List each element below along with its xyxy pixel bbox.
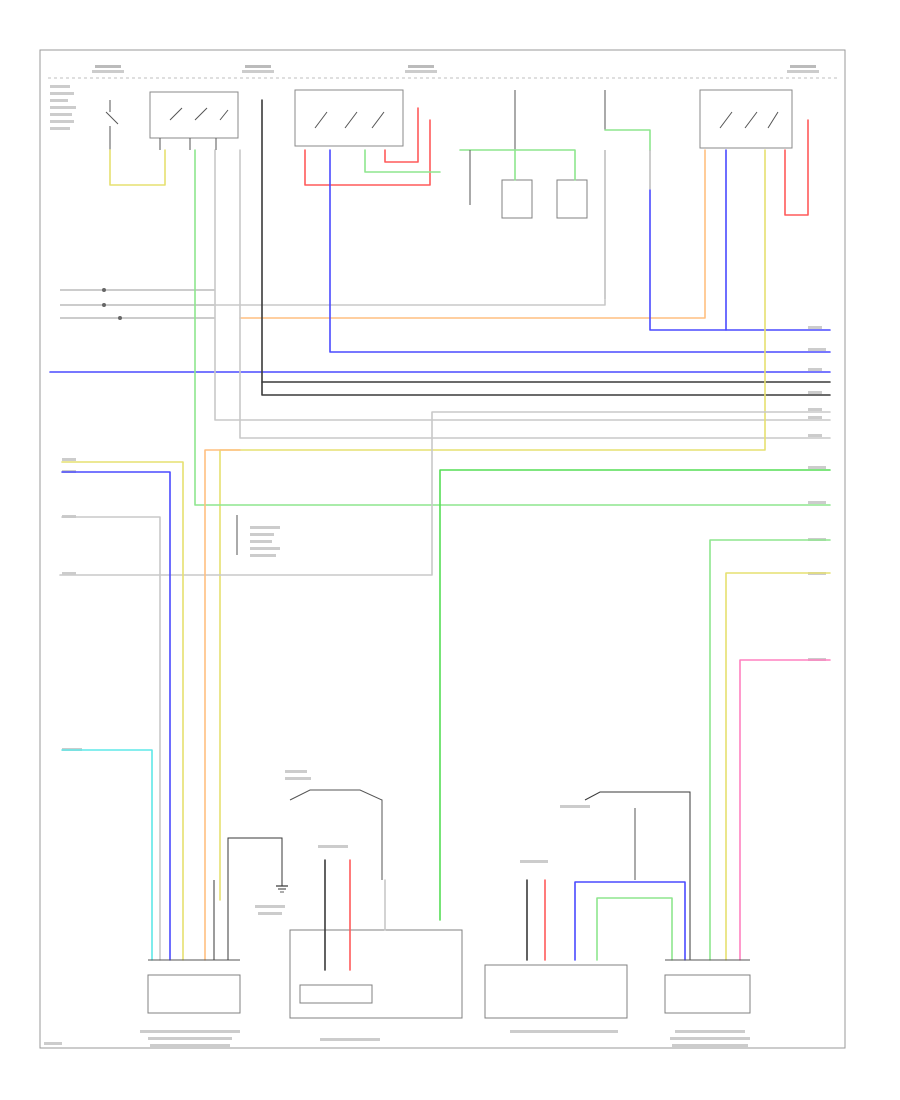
left-component-label <box>50 85 76 130</box>
right-edge-labels <box>808 326 826 661</box>
wire-red-top-middle-b <box>384 107 419 163</box>
wire-yellow-right <box>219 149 766 901</box>
wire-grey-1 <box>214 299 606 306</box>
wire-grey-left <box>61 516 161 961</box>
diagram-frame <box>39 49 846 1049</box>
wire-green-bright <box>439 469 831 921</box>
left-connector-rows <box>60 288 215 320</box>
bottom-middle-module <box>285 770 463 1041</box>
bottom-right-module <box>664 959 751 1047</box>
wire-tan-left <box>61 461 184 961</box>
wire-grey-3 <box>239 149 831 439</box>
top-switch-assembly-middle <box>294 89 404 147</box>
sensor-group <box>459 90 588 219</box>
middle-left-relay <box>236 515 280 557</box>
wire-green-long <box>194 149 831 506</box>
wire-red-top-right <box>784 119 809 216</box>
footer-mark <box>44 1042 62 1045</box>
wire-orange-1 <box>239 149 706 319</box>
top-switch-assembly-left <box>149 91 239 150</box>
top-labels <box>92 65 819 73</box>
wire-blue-3 <box>329 149 831 353</box>
wire-grey-4 <box>59 411 831 576</box>
left-edge-labels <box>62 458 82 751</box>
wire-yellow-right-2 <box>725 572 831 961</box>
wire-orange-left <box>204 449 241 961</box>
wire-blue-left <box>61 471 171 961</box>
wire-blue-1 <box>649 189 831 331</box>
wire-red-top-middle <box>304 119 431 186</box>
top-right-connectors <box>604 90 651 300</box>
wire-green-top-middle <box>364 149 441 173</box>
wire-cyan-left <box>61 749 153 961</box>
bottom-left-module <box>140 837 285 1047</box>
wire-green-right <box>709 539 831 961</box>
ground-icon <box>276 880 288 893</box>
bottom-center-right-module <box>484 791 691 1033</box>
wire-pink-right <box>739 659 831 961</box>
wire-grey-2 <box>214 149 831 421</box>
top-switch-assembly-right <box>699 89 793 149</box>
left-switch <box>105 100 166 186</box>
wire-black-1 <box>261 99 831 396</box>
